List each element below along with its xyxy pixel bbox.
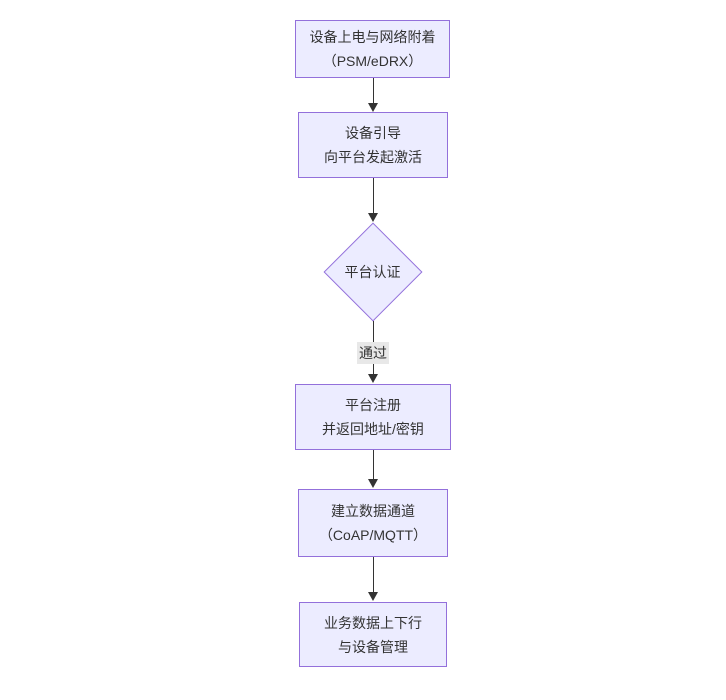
flow-node-platform-register: 平台注册 并返回地址/密钥 bbox=[295, 384, 451, 450]
flow-node-device-bootstrap: 设备引导 向平台发起激活 bbox=[298, 112, 448, 178]
flow-node-power-network-attach: 设备上电与网络附着 （PSM/eDRX） bbox=[295, 20, 450, 78]
decision-platform-auth: 平台认证 bbox=[322, 221, 423, 322]
node-text-line: （CoAP/MQTT） bbox=[318, 527, 428, 543]
node-text-line: 与设备管理 bbox=[338, 638, 408, 655]
flow-node-business-data-management: 业务数据上下行 与设备管理 bbox=[299, 602, 447, 667]
flow-node-data-channel: 建立数据通道 （CoAP/MQTT） bbox=[298, 489, 448, 557]
node-text-line: 设备引导 bbox=[345, 125, 401, 141]
node-text-line: （PSM/eDRX） bbox=[322, 53, 423, 69]
node-text-line: 业务数据上下行 bbox=[324, 614, 422, 631]
flow-arrow-channel-to-business bbox=[367, 557, 380, 601]
node-text-line: 设备上电与网络附着 bbox=[309, 29, 436, 45]
node-text-line: 建立数据通道 bbox=[331, 503, 415, 519]
edge-label-pass: 通过 bbox=[357, 342, 389, 364]
node-text-line: 并返回地址/密钥 bbox=[322, 421, 424, 437]
node-text-line: 向平台发起激活 bbox=[324, 149, 422, 165]
flow-arrow-bootstrap-to-auth bbox=[367, 178, 380, 222]
flow-arrow-attach-to-bootstrap bbox=[367, 78, 380, 112]
node-text-line: 平台注册 bbox=[345, 397, 401, 413]
node-text-line: 平台认证 bbox=[344, 263, 401, 280]
flow-arrow-register-to-channel bbox=[367, 450, 380, 488]
